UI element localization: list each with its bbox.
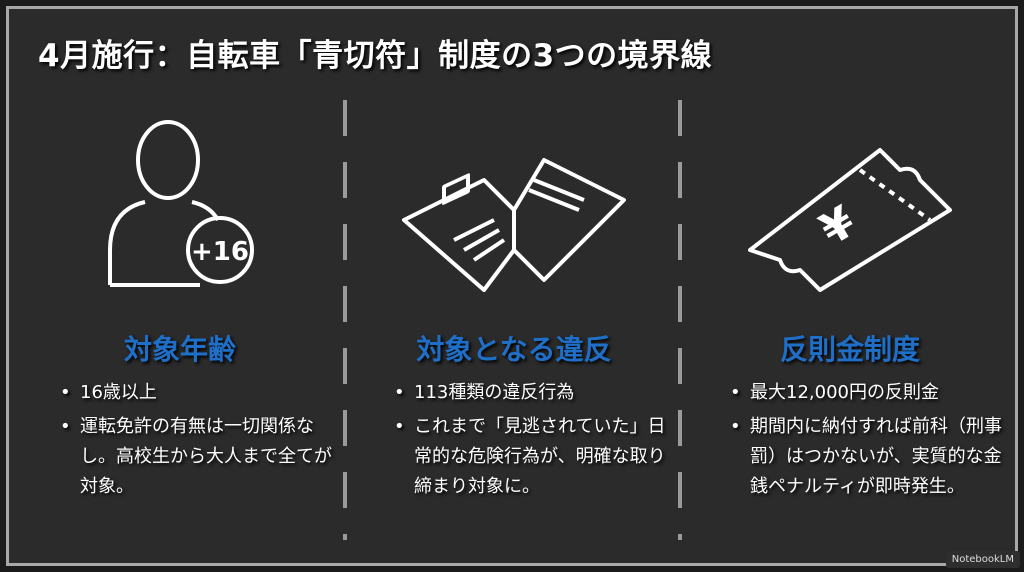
- dashed-divider: [678, 100, 682, 540]
- open-book-icon: [402, 158, 626, 292]
- yen-ticket-icon: ¥: [748, 148, 952, 292]
- bullet-item: これまで「見逃されていた」日常的な危険行為が、明確な取り締まり対象に。: [394, 412, 674, 502]
- yen-sign-icon: ¥: [812, 196, 864, 256]
- dashed-divider: [343, 100, 347, 540]
- person-icon: +16: [108, 120, 254, 287]
- bullet-list: 最大12,000円の反則金 期間内に納付すれば前科（刑事罰）はつかないが、実質的…: [730, 378, 1010, 506]
- column-heading: 対象年齢: [123, 333, 236, 366]
- slide-title: 4月施行：自転車「青切符」制度の3つの境界線: [38, 38, 713, 74]
- bullet-item: 16歳以上: [60, 378, 340, 408]
- bullet-list: 16歳以上 運転免許の有無は一切関係なし。高校生から大人まで全てが対象。: [60, 378, 340, 506]
- bullet-item: 最大12,000円の反則金: [730, 378, 1010, 408]
- bullet-item: 期間内に納付すれば前科（刑事罰）はつかないが、実質的な金銭ペナルティが即時発生。: [730, 412, 1010, 502]
- bullet-item: 113種類の違反行為: [394, 378, 674, 408]
- notebooklm-watermark: NotebookLM: [945, 551, 1020, 568]
- bullet-item: 運転免許の有無は一切関係なし。高校生から大人まで全てが対象。: [60, 412, 340, 502]
- column-heading: 反則金制度: [779, 333, 920, 366]
- bullet-list: 113種類の違反行為 これまで「見逃されていた」日常的な危険行為が、明確な取り締…: [394, 378, 674, 506]
- age-badge: +16: [191, 237, 249, 267]
- column-heading: 対象となる違反: [416, 333, 612, 366]
